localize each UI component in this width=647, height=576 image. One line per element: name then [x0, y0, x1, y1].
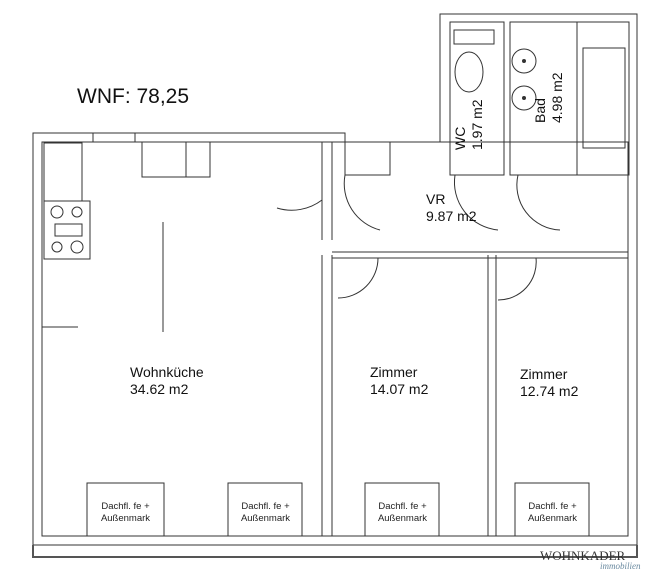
window-label-line: Dachfl. fe +	[378, 501, 427, 512]
room-area: 34.62 m2	[130, 381, 189, 397]
sink-icon	[511, 85, 537, 111]
room-area: 14.07 m2	[370, 381, 429, 397]
wc-room	[449, 21, 505, 176]
bathtub	[582, 47, 626, 149]
window-label-line: Außenmark	[527, 513, 578, 524]
window-label-line: Dachfl. fe +	[528, 501, 577, 512]
window-label-line: Außenmark	[240, 513, 291, 524]
toilet-tank	[453, 29, 495, 45]
room-name: VR	[426, 191, 446, 207]
window-label-line: Dachfl. fe +	[101, 501, 150, 512]
door	[497, 257, 537, 301]
sink-icon	[511, 48, 537, 74]
logo: WOHNKADER	[540, 548, 626, 563]
logo-subtitle: immobilien	[600, 561, 641, 571]
window-label-line: Außenmark	[100, 513, 151, 524]
room-name: Wohnküche	[130, 364, 204, 380]
burner	[71, 206, 83, 218]
burner	[70, 240, 84, 254]
toilet-bowl	[454, 51, 484, 93]
room-name: Zimmer	[520, 366, 568, 382]
room-area: 4.98 m2	[549, 72, 565, 123]
outer-wall-inner	[41, 141, 629, 537]
bottom-strip	[32, 545, 638, 558]
window-label: Dachfl. fe +Außenmark	[87, 501, 164, 525]
roof-window	[227, 482, 303, 537]
burner	[50, 205, 64, 219]
door	[276, 199, 323, 211]
roof-window	[364, 482, 440, 537]
window-label: Dachfl. fe +Außenmark	[514, 501, 591, 525]
door	[516, 174, 561, 231]
kitchen-sink	[43, 142, 83, 202]
counter	[141, 141, 211, 178]
roof-window	[514, 482, 590, 537]
wall	[332, 251, 628, 259]
room-name: Bad	[532, 98, 548, 123]
room-area: 12.74 m2	[520, 383, 579, 399]
room-area: 1.97 m2	[469, 99, 485, 150]
room-area: 9.87 m2	[426, 208, 477, 224]
roof-window	[86, 482, 165, 537]
room-name: WC	[452, 126, 468, 150]
wall	[321, 255, 497, 536]
window-label-line: Außenmark	[377, 513, 428, 524]
window-label-line: Dachfl. fe +	[241, 501, 290, 512]
sink-drain	[522, 59, 526, 63]
stove-icon	[43, 200, 91, 260]
oven-grill	[54, 223, 83, 237]
window-label: Dachfl. fe +Außenmark	[227, 501, 304, 525]
room-name: Zimmer	[370, 364, 418, 380]
door	[453, 174, 499, 231]
door	[343, 174, 381, 231]
window-label: Dachfl. fe +Außenmark	[364, 501, 441, 525]
bad-room	[509, 21, 630, 176]
door	[337, 257, 379, 299]
wall	[321, 142, 333, 240]
kitchen-window	[92, 132, 136, 143]
sink-drain	[522, 96, 526, 100]
burner	[51, 241, 63, 253]
page-title: WNF: 78,25	[77, 85, 190, 108]
